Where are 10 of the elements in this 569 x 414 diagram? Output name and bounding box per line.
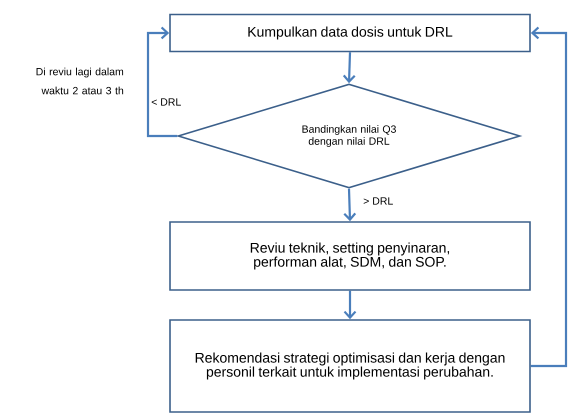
arrow — [344, 290, 356, 320]
edge-label: > DRL — [362, 196, 394, 206]
note-text: Di reviu lagi dalam waktu 2 atau 3 th — [36, 68, 124, 94]
process-box: Reviu teknik, setting penyinaran, performan alat, SDM, dan SOP. — [169, 221, 531, 291]
arrow — [342, 52, 356, 84]
arrow — [530, 26, 568, 368]
process-box: Rekomendasi strategi optimisasi dan kerja dengan personil terkait untuk implementasi perubahan. — [169, 319, 531, 413]
process-box: Kumpulkan data dosis untuk DRL — [169, 14, 531, 52]
arrow — [343, 188, 356, 222]
arrow — [146, 26, 178, 138]
